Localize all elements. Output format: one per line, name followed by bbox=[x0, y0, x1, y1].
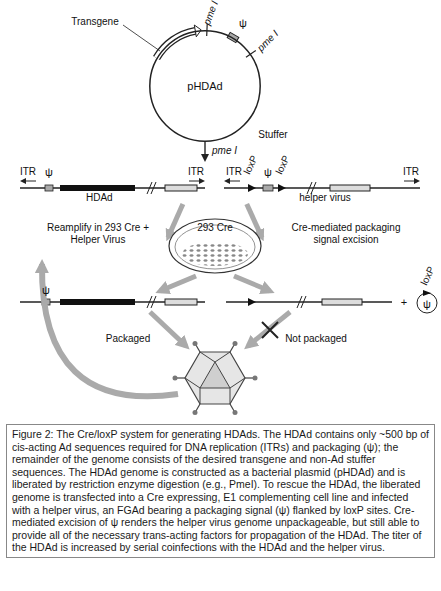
diagram-label: Not packaged bbox=[285, 333, 347, 345]
diagram-label: ψ bbox=[423, 298, 431, 310]
diagram-label: ITR bbox=[20, 166, 36, 178]
diagram-label: Reamplify in 293 Cre + Helper Virus bbox=[40, 222, 156, 246]
diagram-label: ψ bbox=[42, 284, 50, 296]
diagram-label: ITR bbox=[188, 166, 204, 178]
diagram-label: pme I bbox=[201, 0, 221, 27]
node-label: HDAd bbox=[86, 192, 113, 203]
diagram-label: loxP bbox=[418, 265, 437, 288]
diagram-label: ITR bbox=[403, 166, 419, 178]
diagram-label: Packaged bbox=[106, 333, 150, 345]
diagram-label: ψ bbox=[264, 166, 272, 178]
diagram-label: pme I bbox=[255, 28, 281, 54]
diagram-label: Cre-mediated packaging signal excision bbox=[284, 222, 408, 246]
connector-arrow bbox=[204, 142, 205, 160]
diagram-label: ITR bbox=[226, 166, 242, 178]
diagram-label: loxP bbox=[273, 154, 292, 177]
diagram-label: Transgene bbox=[71, 16, 118, 28]
edge-label: pme I bbox=[212, 145, 237, 157]
diagram-label: + bbox=[401, 296, 407, 308]
diagram-label: ψ bbox=[45, 166, 53, 178]
node-label: helper virus bbox=[299, 192, 351, 203]
node-label: 293 Cre bbox=[197, 222, 233, 233]
node-label: pHDAd bbox=[187, 80, 222, 92]
culture-dish: 293 Cre bbox=[168, 218, 262, 274]
diagram-label: loxP bbox=[241, 154, 260, 177]
diagram-label: ψ bbox=[239, 17, 247, 29]
diagram-label: Stuffer bbox=[258, 129, 287, 141]
figure-caption: Figure 2: The Cre/loxP system for genera… bbox=[6, 424, 435, 558]
plasmid-circle: pHDAd bbox=[149, 30, 261, 142]
